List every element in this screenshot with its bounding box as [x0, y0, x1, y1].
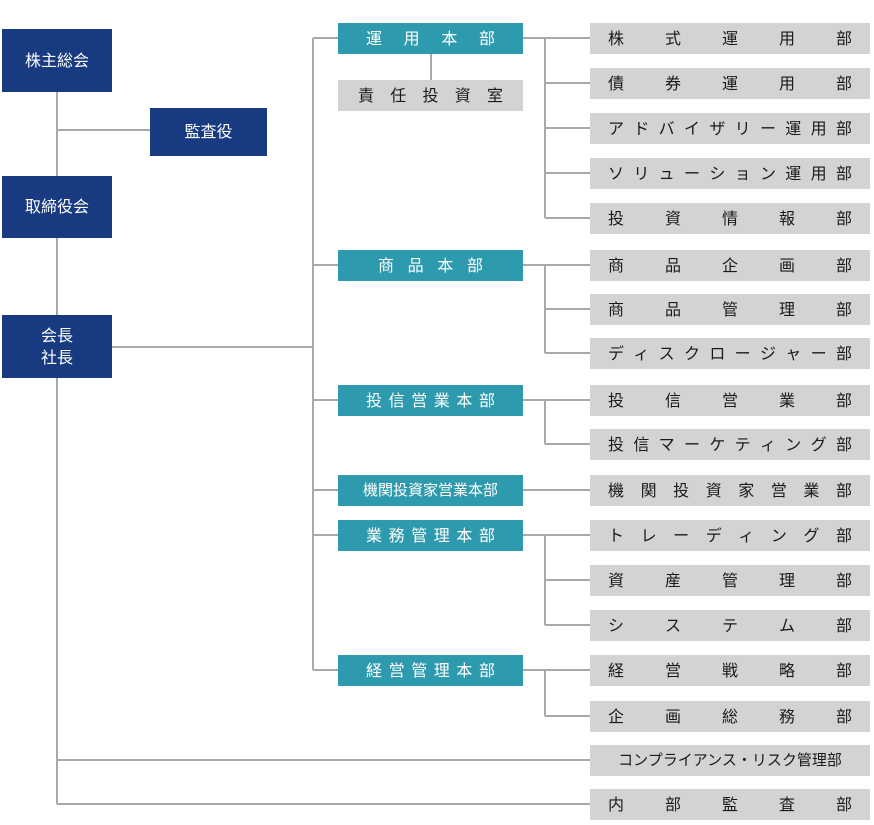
- dept-advisory: アドバイザリー運用部: [590, 113, 870, 144]
- dept-bond: 債券運用部: [590, 68, 870, 99]
- dept-equity: 株式運用部: [590, 23, 870, 54]
- dept-trading: トレーディング部: [590, 520, 870, 551]
- dept-internal-audit: 内部監査部: [590, 789, 870, 820]
- division-management: 経営管理本部: [338, 655, 523, 686]
- dept-corporate-strategy: 経営戦略部: [590, 655, 870, 686]
- dept-investment-info: 投資情報部: [590, 203, 870, 234]
- president-box: 会長 社長: [2, 315, 112, 378]
- dept-asset-management: 資産管理部: [590, 565, 870, 596]
- dept-product-management: 商品管理部: [590, 294, 870, 325]
- dept-solution: ソリューション運用部: [590, 158, 870, 189]
- auditor-box: 監査役: [150, 108, 267, 156]
- shareholders-meeting-box: 株主総会: [2, 29, 112, 92]
- division-product: 商品本部: [338, 250, 523, 281]
- division-investment: 運用本部: [338, 23, 523, 54]
- dept-system: システム部: [590, 610, 870, 641]
- dept-institutional-sales: 機関投資家営業部: [590, 475, 870, 506]
- dept-compliance-risk: コンプライアンス・リスク管理部: [590, 745, 870, 776]
- division-institutional: 機関投資家営業本部: [338, 475, 523, 506]
- dept-disclosure: ディスクロージャー部: [590, 338, 870, 369]
- dept-product-planning: 商品企画部: [590, 250, 870, 281]
- responsible-investment-office: 責任投資室: [338, 80, 523, 111]
- dept-trust-sales: 投信営業部: [590, 385, 870, 416]
- board-of-directors-box: 取締役会: [2, 176, 112, 238]
- dept-planning-general-affairs: 企画総務部: [590, 701, 870, 732]
- division-trust-sales: 投信営業本部: [338, 385, 523, 416]
- division-operations: 業務管理本部: [338, 520, 523, 551]
- dept-trust-marketing: 投信マーケティング部: [590, 429, 870, 460]
